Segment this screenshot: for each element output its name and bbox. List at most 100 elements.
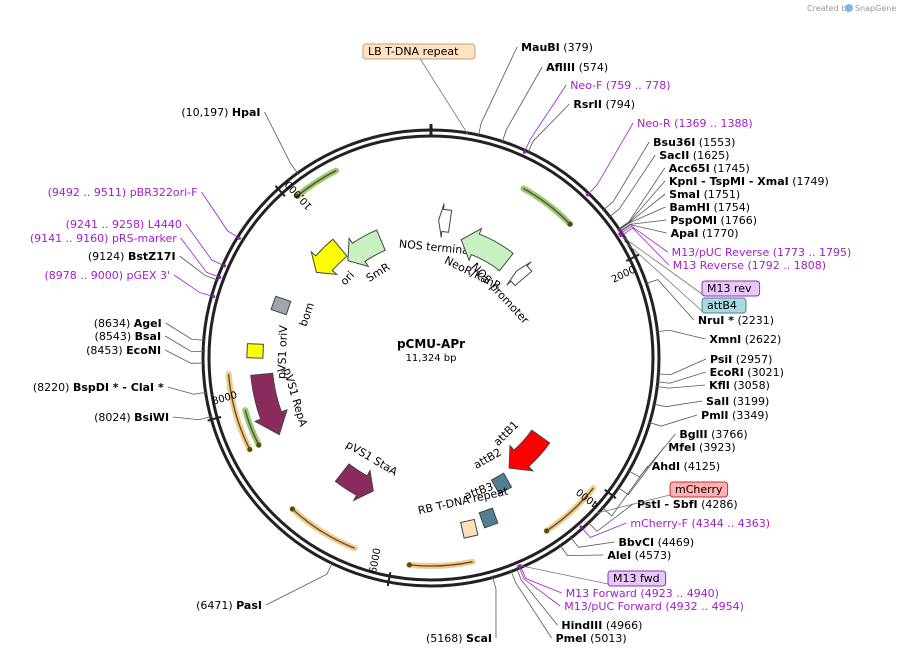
feature-arc-head-1 xyxy=(567,221,573,227)
site-m13-puc-forward: M13/pUC Forward (4932 .. 4954) xyxy=(564,600,744,613)
boxed-text-3: mCherry xyxy=(675,483,723,496)
leader-left-5 xyxy=(173,274,214,297)
leader-right-11 xyxy=(618,219,667,233)
leader-right-28 xyxy=(559,543,604,556)
backbone-ring xyxy=(201,124,661,588)
site-pasi: (6471) PasI xyxy=(196,599,262,612)
site-mcherry-f: mCherry-F (4344 .. 4363) xyxy=(630,517,770,530)
site-neo-f: Neo-F (759 .. 778) xyxy=(570,79,670,92)
site-bspdi-clai: (8220) BspDI * - ClaI * xyxy=(33,381,164,394)
boxed-label-m13-rev: M13 rev xyxy=(620,235,761,297)
site-pspomi: PspOMI (1766) xyxy=(670,214,757,227)
site-psti-sbfi: PstI - SbfI (4286) xyxy=(637,498,738,511)
leader-right-20 xyxy=(652,400,703,408)
leader-right-24 xyxy=(600,465,649,517)
feature-label-bom: bom xyxy=(297,301,317,328)
feature-arcs xyxy=(225,167,597,569)
boxed-leader-1 xyxy=(620,235,703,295)
feature-arc-6 xyxy=(289,506,358,552)
site-l4440: (9241 .. 9258) L4440 xyxy=(66,218,182,231)
feature-arc-head-2 xyxy=(247,447,253,453)
boxed-bg-4 xyxy=(607,570,667,587)
site-m13-reverse: M13 Reverse (1792 .. 1808) xyxy=(673,259,826,272)
leader-right-6 xyxy=(608,154,656,219)
leader-right-7 xyxy=(616,167,666,231)
leader-dot-left-5 xyxy=(211,294,216,299)
boxed-bg-2 xyxy=(701,297,747,314)
credit-prefix: Created by xyxy=(807,4,851,13)
credit-brand: SnapGene xyxy=(855,4,896,13)
feature-shape-pvs1-staa xyxy=(334,463,374,502)
boxed-text-4: M13 fwd xyxy=(613,572,660,585)
leader-dot-right-26 xyxy=(579,525,583,529)
site-bsai: (8543) BsaI xyxy=(95,330,162,343)
site-kfli: KflI (3058) xyxy=(709,379,770,392)
feature-shape-nos-terminator xyxy=(438,203,453,238)
leader-left-2 xyxy=(185,223,225,267)
feature-label-smr: SmR xyxy=(364,260,393,285)
feature-shape-nos-promoter xyxy=(506,261,533,287)
leader-right-19 xyxy=(655,384,706,389)
feature-arc-head-4 xyxy=(544,528,550,534)
leader-right-13 xyxy=(619,225,668,253)
site-bsu36i: Bsu36I (1553) xyxy=(653,136,735,149)
feature-arc-1 xyxy=(520,185,574,228)
feature-shape-pvs1-repa xyxy=(250,372,288,436)
feature-shape-attb1 xyxy=(508,429,551,472)
feature-arc-core-5 xyxy=(409,561,473,567)
leader-right-27 xyxy=(569,536,615,548)
leader-dot-left-3 xyxy=(218,275,222,280)
leader-left-7 xyxy=(164,335,206,353)
feature-arc-core-4 xyxy=(546,487,594,532)
ring-tick-10000 xyxy=(274,185,286,197)
site-m13-forward: M13 Forward (4923 .. 4940) xyxy=(566,587,719,600)
site-prs-marker: (9141 .. 9160) pRS-marker xyxy=(30,232,177,245)
feature-shape-bom xyxy=(270,295,292,316)
boxed-bg-0 xyxy=(362,43,476,60)
site-nrui: NruI * (2231) xyxy=(698,314,774,327)
leader-right-15 xyxy=(644,279,695,321)
leader-right-0 xyxy=(477,46,518,138)
feature-arc-core-2 xyxy=(227,374,251,450)
ring-tick-2000 xyxy=(625,253,640,262)
site-pmli: PmlI (3349) xyxy=(701,409,768,422)
feature-shape-pvs1-oriv xyxy=(246,343,264,359)
leader-right-1 xyxy=(501,66,543,144)
leader-dot-right-2 xyxy=(522,150,527,154)
site-maubi: MauBI (379) xyxy=(521,41,593,54)
boxed-bg-3 xyxy=(669,481,729,498)
leader-left-4 xyxy=(179,255,219,281)
feature-bom: bom xyxy=(270,295,317,328)
leader-dot-left-2 xyxy=(223,264,227,268)
boxed-bg-1 xyxy=(701,280,761,297)
leader-right-25 xyxy=(586,503,634,532)
leader-right-30 xyxy=(518,566,561,607)
boxed-leader-0 xyxy=(418,56,469,136)
ring-tick-label-2000: 2000 xyxy=(610,264,638,285)
feature-shape-smr xyxy=(347,229,386,268)
site-hindiii: HindIII (4966) xyxy=(561,619,642,632)
leader-right-16 xyxy=(655,329,706,340)
leader-right-17 xyxy=(656,358,707,376)
feature-label-pvs1-oriv: pVS1 oriV xyxy=(275,324,290,379)
site-ahdi: AhdI (4125) xyxy=(652,460,720,473)
leader-right-4 xyxy=(587,122,634,196)
leader-right-31 xyxy=(515,567,558,626)
feature-arc-head-0 xyxy=(294,193,300,199)
leader-left-3 xyxy=(180,237,220,278)
feature-label-attb2: attB2 xyxy=(471,446,503,472)
site-alei: AleI (4573) xyxy=(607,549,671,562)
leader-right-21 xyxy=(647,414,698,427)
feature-pvs1-staa: pVS1 StaA xyxy=(334,438,400,502)
boxed-label-m13-fwd: M13 fwd xyxy=(520,565,667,587)
leader-right-12 xyxy=(618,224,667,234)
feature-label-attb1: attB1 xyxy=(491,418,521,448)
leader-left-8 xyxy=(164,349,206,364)
leader-right-32 xyxy=(510,569,552,639)
site-sali: SalI (3199) xyxy=(706,395,769,408)
leader-dot-right-30 xyxy=(517,564,521,568)
site-hpai: (10,197) HpaI xyxy=(181,106,260,119)
ring-tick-4000 xyxy=(604,488,617,499)
